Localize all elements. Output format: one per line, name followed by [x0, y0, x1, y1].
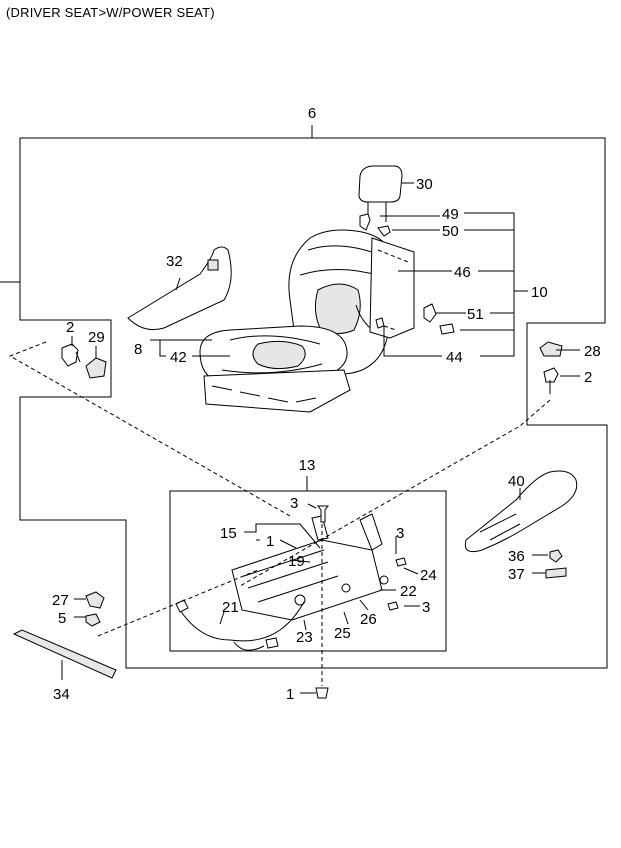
clip-37 [545, 567, 567, 579]
label-8: 8 [134, 341, 142, 358]
clip-44 [375, 317, 385, 329]
label-29: 29 [88, 329, 105, 346]
label-30: 30 [416, 176, 433, 193]
wiring-harness-21 [179, 601, 305, 651]
clip-50 [377, 225, 391, 237]
label-25: 25 [334, 625, 351, 642]
diagram-title: (DRIVER SEAT>W/POWER SEAT) [6, 5, 215, 20]
label-49: 49 [442, 206, 459, 223]
label-23: 23 [296, 629, 313, 646]
label-32: 32 [166, 253, 183, 270]
label-44: 44 [446, 349, 463, 366]
bolt-1-bottom [315, 687, 329, 699]
label-15: 15 [220, 525, 237, 542]
clip-36 [549, 549, 563, 563]
trim-strip-34 [12, 629, 117, 679]
assembly-frame-main [19, 137, 608, 669]
label-28: 28 [584, 343, 601, 360]
seat-back-panel [369, 237, 415, 339]
cap-28 [539, 341, 563, 357]
label-27: 27 [52, 592, 69, 609]
label-40: 40 [508, 473, 525, 490]
label-5: 5 [58, 610, 66, 627]
label-1-frame: 1 [266, 533, 274, 550]
seat-frame-mechanism [231, 513, 389, 621]
label-3-bottom: 3 [422, 599, 430, 616]
bolt-2-right [543, 367, 559, 394]
label-51: 51 [467, 306, 484, 323]
bracket-27 [85, 591, 105, 609]
label-37: 37 [508, 566, 525, 583]
label-50: 50 [442, 223, 459, 240]
label-21: 21 [222, 599, 239, 616]
label-46: 46 [454, 264, 471, 281]
assembly-frame [0, 125, 313, 283]
cover-29 [85, 357, 107, 379]
nut-5 [85, 613, 101, 627]
bolt-2-left [61, 343, 81, 367]
label-13: 13 [299, 457, 316, 474]
label-22: 22 [400, 583, 417, 600]
label-2-left: 2 [66, 319, 74, 336]
side-shield-32 [127, 246, 232, 331]
headrest [358, 165, 403, 222]
label-26: 26 [360, 611, 377, 628]
side-cover-40 [464, 470, 578, 553]
label-2-right: 2 [584, 369, 592, 386]
label-36: 36 [508, 548, 525, 565]
screw-3-right [395, 557, 407, 567]
clip-51 [423, 303, 455, 335]
label-19: 19 [288, 553, 305, 570]
label-10: 10 [531, 284, 548, 301]
label-1-bottom: 1 [286, 686, 294, 703]
screw-3-top [317, 505, 329, 523]
label-3-right: 3 [396, 525, 404, 542]
frame-assembly-box [169, 490, 447, 652]
label-6: 6 [308, 105, 316, 122]
clip-49 [359, 213, 371, 231]
screw-3-bottom [387, 601, 399, 611]
seat-cushion-frame [203, 369, 351, 413]
label-34: 34 [53, 686, 70, 703]
label-3-top: 3 [290, 495, 298, 512]
label-24: 24 [420, 567, 437, 584]
label-42: 42 [170, 349, 187, 366]
